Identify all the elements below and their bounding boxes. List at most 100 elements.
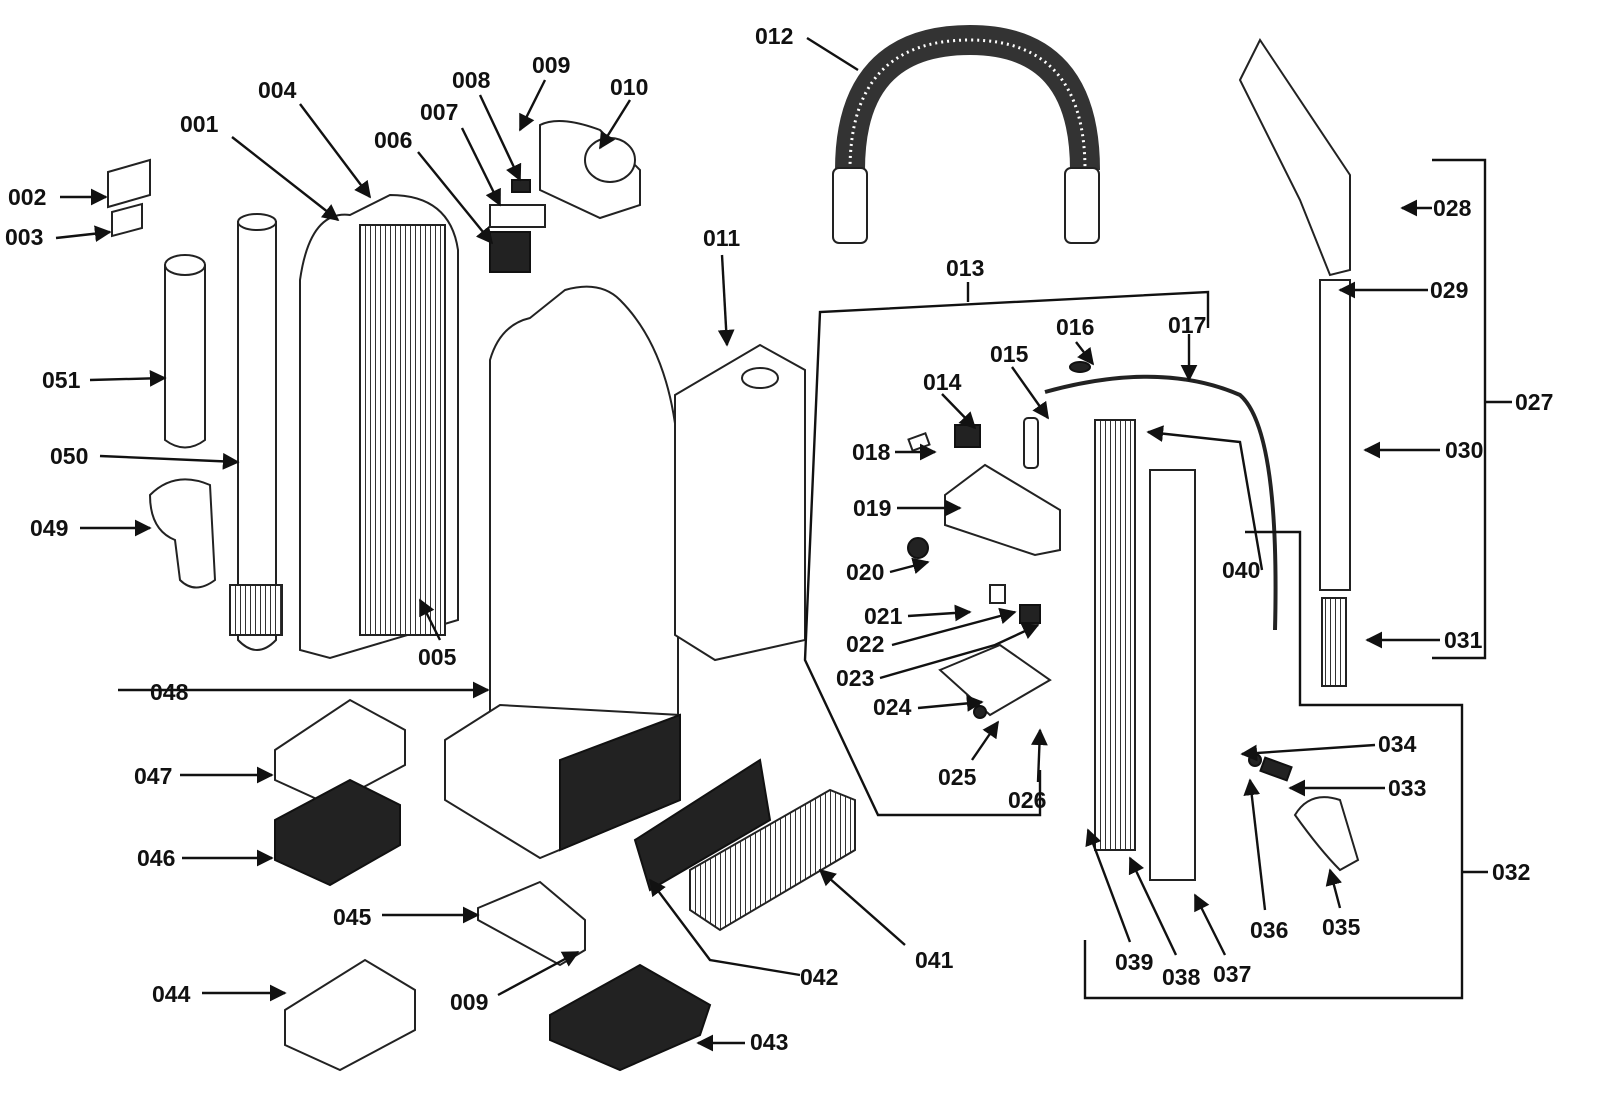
part-018-shape [907, 432, 931, 452]
label-014: 014 [923, 369, 962, 395]
part-050-shape [237, 221, 277, 651]
leader-015 [1011, 366, 1049, 420]
label-019: 019 [853, 495, 891, 521]
leader-020 [889, 557, 930, 574]
label-032: 032 [1492, 859, 1530, 885]
label-003: 003 [5, 224, 43, 250]
label-001: 001 [180, 111, 219, 137]
label-002: 002 [8, 184, 46, 210]
leader-038 [1128, 856, 1178, 956]
label-028: 028 [1433, 195, 1472, 221]
leader-037 [1193, 893, 1227, 956]
label-035: 035 [1322, 914, 1361, 940]
part-046-shape [274, 778, 401, 887]
part-035-shape [1293, 796, 1360, 872]
label-041: 041 [915, 947, 954, 973]
label-033: 033 [1388, 775, 1426, 801]
label-025: 025 [938, 764, 977, 790]
label-046: 046 [137, 845, 175, 871]
label-009b: 009 [450, 989, 488, 1015]
part-002-shape [107, 158, 151, 209]
leader-026 [1031, 728, 1048, 783]
part-042-shape [633, 758, 772, 892]
part-012-hose-hatch [848, 38, 1087, 171]
leader-003 [55, 225, 112, 243]
leader-014 [941, 393, 977, 430]
leader-039 [1085, 828, 1132, 943]
label-018: 018 [852, 439, 891, 465]
label-026: 026 [1008, 787, 1046, 813]
label-036: 036 [1250, 917, 1288, 943]
leader-005 [418, 598, 442, 641]
label-038: 038 [1162, 964, 1201, 990]
part-016-shape [1069, 361, 1091, 373]
label-017: 017 [1168, 312, 1206, 338]
part-044-shape [284, 958, 416, 1072]
label-004: 004 [258, 77, 297, 103]
part-003-shape [111, 202, 143, 238]
leader-022 [891, 607, 1017, 647]
label-034: 034 [1378, 731, 1417, 757]
leader-007 [460, 127, 502, 207]
part-006-shape [489, 231, 531, 273]
part-011-shape [674, 343, 806, 662]
part-012-end-right [1064, 167, 1100, 244]
label-045: 045 [333, 904, 372, 930]
leader-009b [497, 950, 580, 997]
part-047-shape [274, 698, 406, 807]
part-038-shape [1094, 419, 1136, 851]
part-012-end-left [832, 167, 868, 244]
part-015-shape [1023, 417, 1039, 469]
leader-041 [818, 868, 906, 946]
leader-011 [717, 254, 735, 347]
label-043: 043 [750, 1029, 788, 1055]
part-019-shape [944, 463, 1061, 557]
leader-001 [231, 136, 340, 222]
part-004-grille [359, 224, 446, 636]
label-027: 027 [1515, 389, 1553, 415]
part-020-shape [907, 537, 929, 559]
leader-012 [806, 36, 859, 72]
leader-021 [907, 604, 972, 622]
label-008: 008 [452, 67, 491, 93]
part-043-shape [549, 963, 712, 1072]
part-011-hole [741, 367, 779, 389]
leader-042 [648, 878, 801, 977]
part-049-shape [148, 478, 217, 589]
label-006: 006 [374, 127, 412, 153]
part-048-dark-panel [559, 713, 681, 852]
part-023-shape [1019, 604, 1041, 624]
leader-051 [89, 370, 167, 387]
leader-035 [1325, 868, 1342, 909]
part-031-shape [1321, 597, 1347, 687]
part-051-rim [164, 254, 206, 276]
part-014-shape [954, 424, 981, 448]
label-040: 040 [1222, 557, 1260, 583]
leader-008 [478, 94, 522, 182]
label-024: 024 [873, 694, 912, 720]
bracket-027 [1432, 158, 1487, 660]
bracket-013 [803, 290, 1210, 817]
label-037: 037 [1213, 961, 1251, 987]
leader-009a [518, 79, 547, 132]
part-050-foot [229, 584, 283, 636]
label-007: 007 [420, 99, 458, 125]
leader-004 [299, 103, 372, 199]
part-010-cylinder [584, 137, 636, 183]
label-012: 012 [755, 23, 793, 49]
part-012-shape [835, 24, 1100, 171]
part-041-shape [689, 788, 856, 932]
label-016: 016 [1056, 314, 1094, 340]
label-030: 030 [1445, 437, 1483, 463]
part-022-shape [989, 584, 1006, 604]
label-039: 039 [1115, 949, 1153, 975]
part-030-shape [1319, 279, 1351, 591]
part-050-rim [237, 213, 277, 231]
label-011: 011 [703, 225, 740, 251]
leader-050 [99, 452, 240, 470]
leader-034 [1240, 743, 1376, 762]
part-025-shape [973, 705, 987, 719]
label-051: 051 [42, 367, 81, 393]
group-brackets [803, 158, 1512, 1000]
